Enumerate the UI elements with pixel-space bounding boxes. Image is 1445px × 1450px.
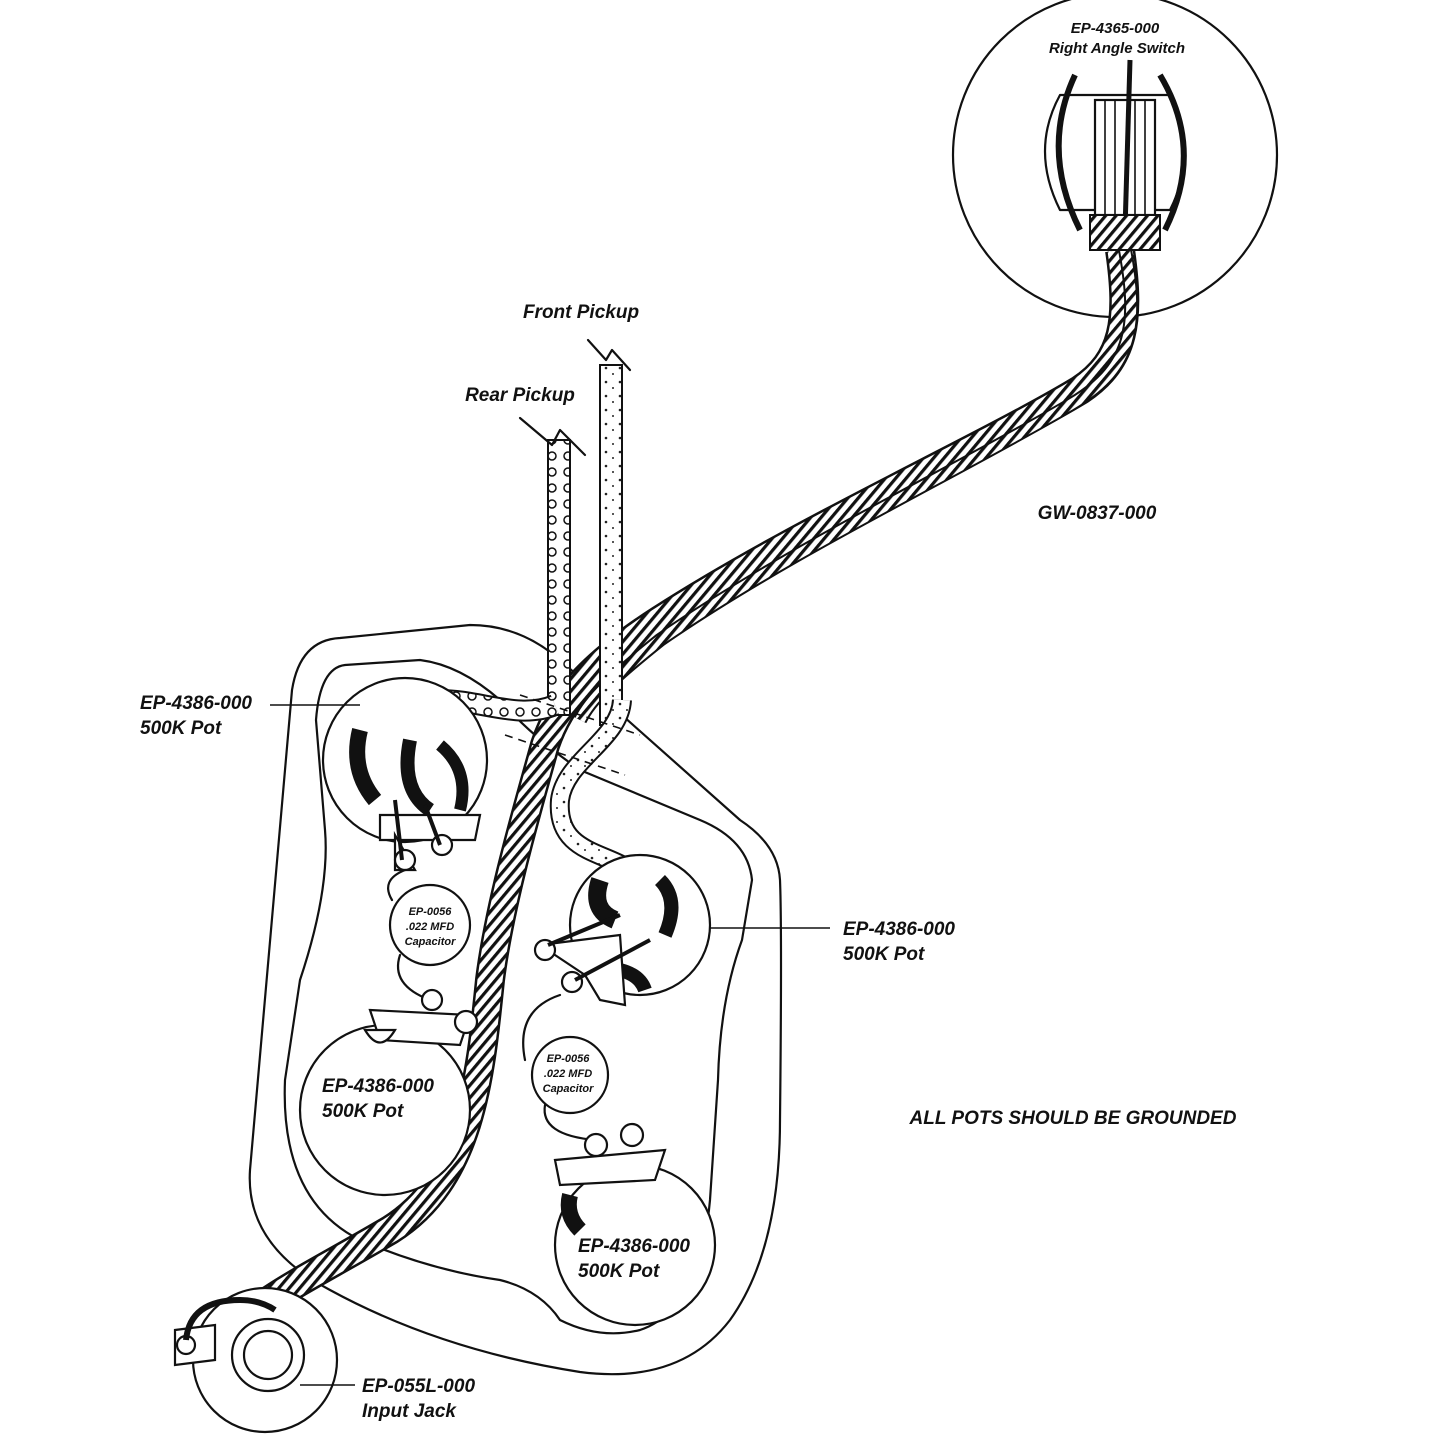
pot-1-value-label: 500K Pot — [140, 718, 222, 739]
pot-1 — [321, 676, 489, 872]
jack-part-label: EP-055L-000 — [362, 1376, 475, 1397]
cavity-outer-outline — [248, 623, 783, 1376]
cap-1-part-label: EP-0056 — [409, 906, 453, 918]
pot-3 — [533, 853, 712, 1007]
pot-1-part-label: EP-4386-000 — [140, 693, 252, 714]
switch-name-label: Right Angle Switch — [1049, 40, 1185, 57]
pot-2-part-label: EP-4386-000 — [322, 1076, 434, 1097]
cap-2-name-label: Capacitor — [543, 1083, 594, 1095]
pot-2 — [298, 988, 479, 1197]
rear-pickup-label: Rear Pickup — [465, 385, 575, 406]
pot-3-value-label: 500K Pot — [843, 944, 925, 965]
cap-1-name-label: Capacitor — [405, 936, 456, 948]
cap-1-value-label: .022 MFD — [406, 921, 454, 933]
right-angle-switch — [1043, 59, 1187, 251]
capacitor-1 — [387, 868, 472, 1002]
pot-4-part-label: EP-4386-000 — [578, 1236, 690, 1257]
input-jack — [173, 1286, 339, 1434]
switch-harness-wire — [261, 247, 1140, 1313]
pot-4 — [553, 1122, 717, 1327]
jack-name-label: Input Jack — [362, 1401, 457, 1422]
pot-4-value-label: 500K Pot — [578, 1261, 660, 1282]
pot-2-value-label: 500K Pot — [322, 1101, 404, 1122]
grounding-note: ALL POTS SHOULD BE GROUNDED — [909, 1108, 1237, 1129]
harness-part-label: GW-0837-000 — [1038, 503, 1157, 524]
pot-3-part-label: EP-4386-000 — [843, 919, 955, 940]
cap-2-part-label: EP-0056 — [547, 1053, 591, 1065]
cavity-passage — [504, 694, 641, 776]
cap-2-value-label: .022 MFD — [544, 1068, 592, 1080]
switch-part-label: EP-4365-000 — [1071, 20, 1160, 37]
capacitor-2 — [522, 993, 610, 1142]
front-pickup-label: Front Pickup — [523, 302, 639, 323]
